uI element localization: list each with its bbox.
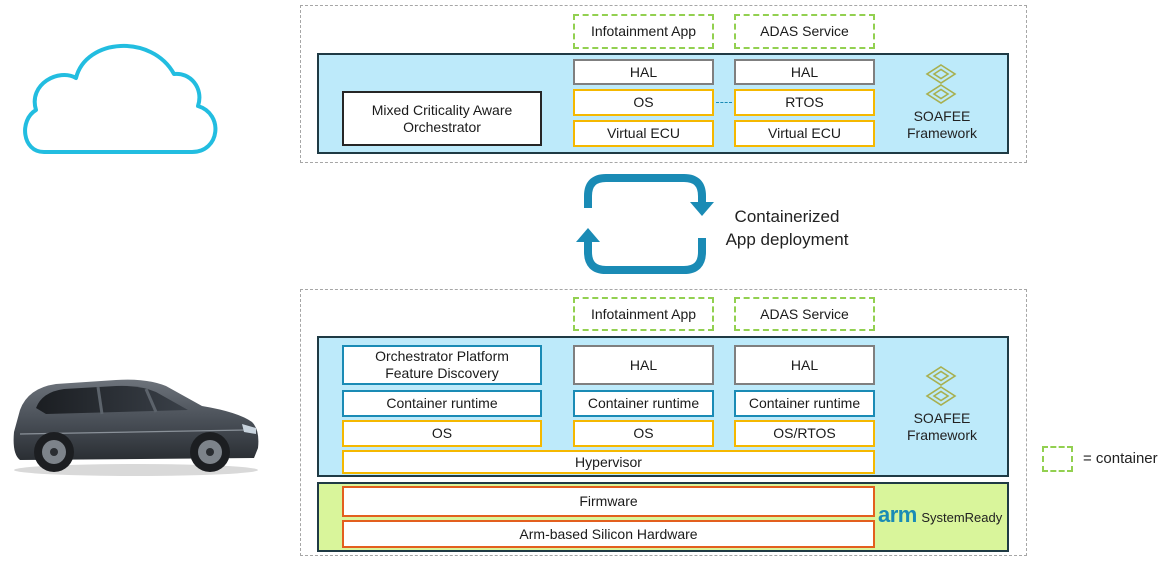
cloud-deployment-outline — [300, 5, 1027, 163]
container-runtime-box: Container runtime — [573, 390, 714, 417]
os-box: OS — [573, 89, 714, 116]
virtual-ecu-box: Virtual ECU — [573, 120, 714, 147]
vehicle-platform-outline — [300, 289, 1027, 556]
arm-logo-word: arm — [878, 502, 917, 527]
arm-systemready-logo: arm SystemReady — [878, 502, 1010, 528]
orchestrator-feature-discovery: Orchestrator Platform Feature Discovery — [342, 345, 542, 385]
legend-container-swatch — [1042, 446, 1073, 472]
virtual-ecu-box: Virtual ECU — [734, 120, 875, 147]
hal-box: HAL — [734, 345, 875, 385]
container-adas-service: ADAS Service — [734, 14, 875, 49]
cloud-icon — [23, 43, 218, 154]
container-label: ADAS Service — [760, 23, 849, 39]
systemready-text: SystemReady — [921, 510, 1003, 525]
container-runtime-box: Container runtime — [342, 390, 542, 417]
hal-box: HAL — [573, 59, 714, 85]
rtos-box: RTOS — [734, 89, 875, 116]
container-infotainment-app: Infotainment App — [573, 297, 714, 331]
container-label: Infotainment App — [590, 23, 697, 39]
container-label: Infotainment App — [590, 305, 697, 322]
os-box: OS — [342, 420, 542, 447]
container-infotainment-app: Infotainment App — [573, 14, 714, 49]
car-image — [13, 379, 259, 476]
silicon-hardware-box: Arm-based Silicon Hardware — [342, 520, 875, 548]
soafee-logo-icon — [925, 64, 957, 104]
hal-box: HAL — [734, 59, 875, 85]
container-adas-service: ADAS Service — [734, 297, 875, 331]
os-rtos-connector — [716, 102, 732, 103]
container-runtime-box: Container runtime — [734, 390, 875, 417]
os-box: OS — [573, 420, 714, 447]
legend-label: = container — [1083, 450, 1158, 467]
soafee-logo-icon — [925, 366, 957, 406]
container-label: ADAS Service — [760, 305, 849, 322]
mixed-criticality-orchestrator: Mixed Criticality Aware Orchestrator — [342, 91, 542, 146]
hypervisor-box: Hypervisor — [342, 450, 875, 474]
containerized-deployment-label: Containerized App deployment — [725, 207, 849, 249]
cycle-arrows-icon — [576, 174, 714, 274]
soafee-framework-label: SOAFEE Framework — [906, 108, 977, 141]
os-rtos-box: OS/RTOS — [734, 420, 875, 447]
firmware-box: Firmware — [342, 486, 875, 517]
hal-box: HAL — [573, 345, 714, 385]
soafee-framework-label: SOAFEE Framework — [906, 410, 977, 443]
